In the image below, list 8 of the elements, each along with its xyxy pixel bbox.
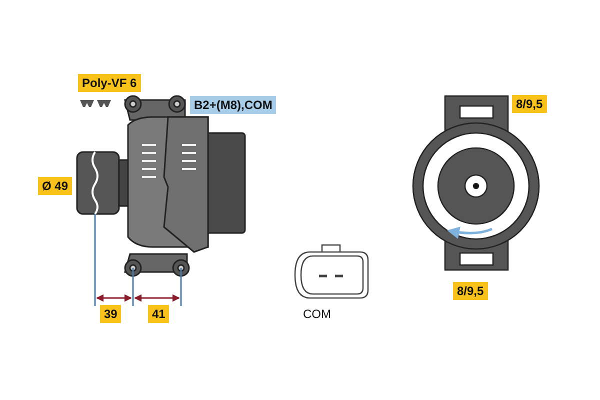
terminal-label: B2+(M8),COM [190,96,276,114]
dimension-label: 8/9,5 [453,282,488,300]
dimension-label: Ø 49 [38,177,72,195]
connector-label: COM [303,306,331,323]
dimension-label: 39 [100,305,122,323]
part-label: Poly-VF 6 [78,74,141,92]
dimension-label: 8/9,5 [512,95,547,113]
dimension-label: 41 [148,305,170,323]
